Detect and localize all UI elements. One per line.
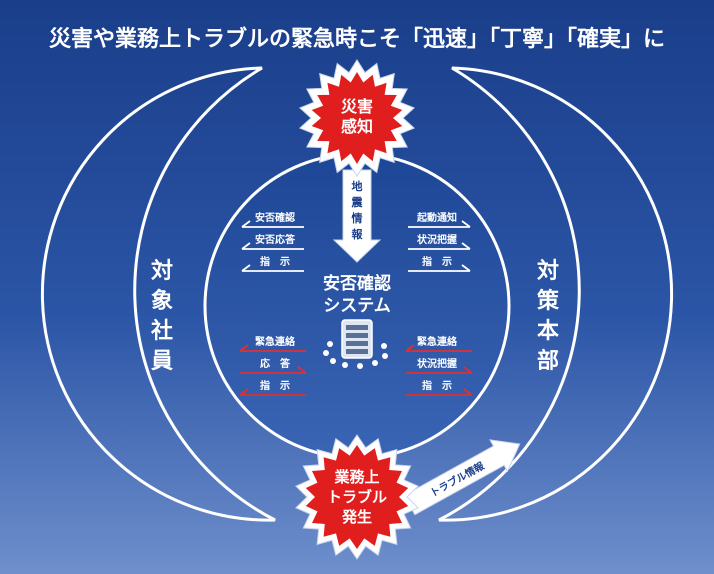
svg-text:員: 員 — [150, 349, 173, 374]
svg-text:本: 本 — [537, 319, 559, 344]
left-group-band — [40, 66, 276, 522]
svg-text:象: 象 — [151, 288, 173, 314]
svg-text:指 示: 指 示 — [260, 255, 290, 268]
svg-text:災害: 災害 — [341, 97, 373, 116]
svg-text:業務上: 業務上 — [333, 468, 379, 486]
right-group-band — [438, 66, 674, 522]
right-group-label: 対 策 本 部 — [537, 259, 560, 374]
svg-text:起動通知: 起動通知 — [416, 211, 457, 224]
svg-text:応 答: 応 答 — [260, 357, 291, 370]
svg-text:緊急連絡: 緊急連絡 — [255, 335, 296, 348]
trouble-occurrence-burst: 業務上 トラブル 発生 — [295, 434, 419, 560]
svg-text:安否確認: 安否確認 — [255, 211, 295, 224]
svg-text:感知: 感知 — [341, 117, 373, 136]
svg-text:社: 社 — [151, 318, 173, 344]
svg-text:震: 震 — [351, 196, 364, 209]
svg-text:安否確認: 安否確認 — [323, 273, 391, 294]
flow-lower-left: 緊急連絡 応 答 指 示 — [239, 335, 307, 396]
page-title: 災害や業務上トラブルの緊急時こそ「迅速」「丁寧」「確実」に — [49, 26, 665, 52]
svg-text:情: 情 — [352, 211, 363, 225]
flow-lower-right: 緊急連絡 状況把握 指 示 — [405, 335, 473, 396]
svg-text:指 示: 指 示 — [260, 379, 290, 392]
safety-system-label: 安否確認 システム — [323, 273, 391, 316]
svg-text:システム: システム — [323, 296, 391, 316]
flow-upper-right: 起動通知 状況把握 指 示 — [408, 211, 471, 272]
server-icon — [323, 319, 388, 369]
svg-text:指 示: 指 示 — [422, 255, 452, 268]
quake-info-arrow: 地 震 情 報 — [332, 169, 382, 263]
svg-text:指 示: 指 示 — [422, 379, 452, 392]
svg-text:状況把握: 状況把握 — [417, 233, 457, 246]
svg-text:報: 報 — [352, 227, 364, 241]
svg-text:安否応答: 安否応答 — [255, 233, 296, 246]
svg-text:部: 部 — [537, 348, 559, 374]
svg-text:地: 地 — [352, 179, 363, 193]
left-group-label: 対 象 社 員 — [150, 259, 173, 374]
svg-text:対: 対 — [151, 259, 173, 284]
svg-text:策: 策 — [537, 288, 560, 314]
svg-text:状況把握: 状況把握 — [417, 357, 457, 370]
svg-text:緊急連絡: 緊急連絡 — [417, 335, 458, 348]
svg-text:発生: 発生 — [341, 508, 372, 526]
svg-text:トラブル: トラブル — [327, 488, 387, 506]
flow-upper-left: 安否確認 安否応答 指 示 — [241, 211, 304, 272]
disaster-detection-burst: 災害 感知 — [298, 59, 416, 177]
svg-text:対: 対 — [537, 259, 559, 284]
